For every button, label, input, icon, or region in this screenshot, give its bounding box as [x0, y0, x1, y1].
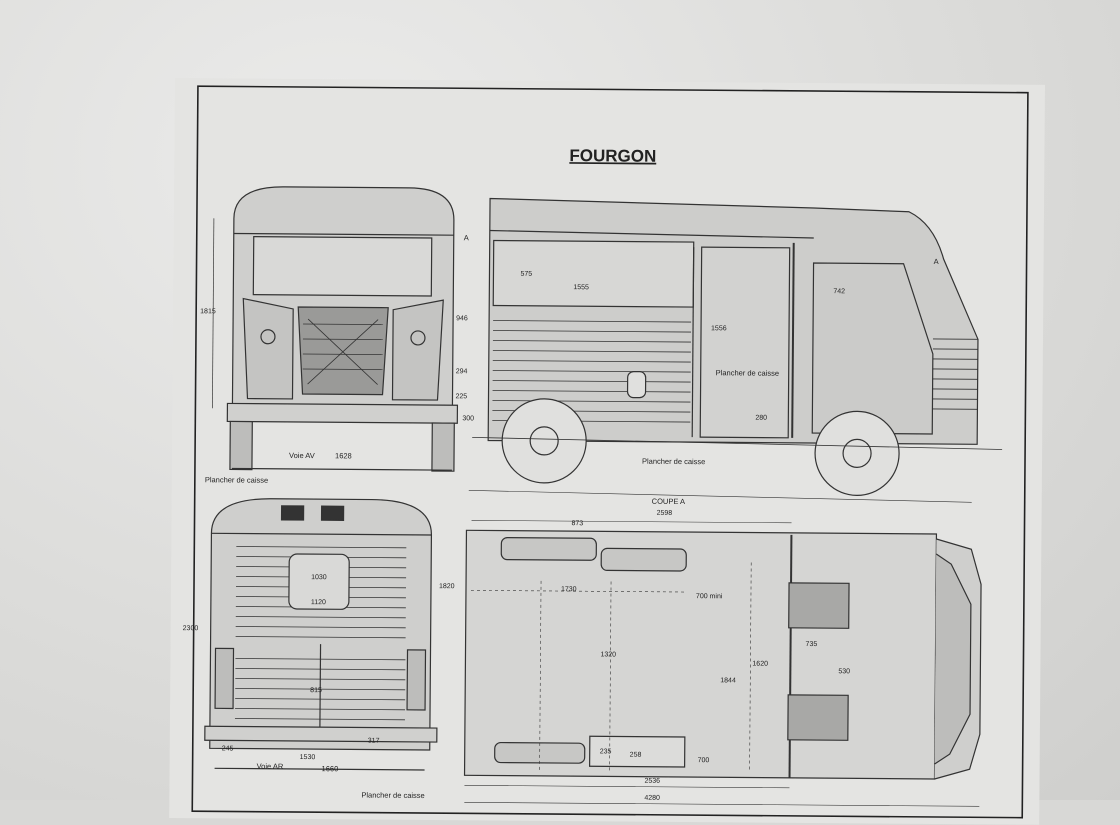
rear-dim-815: 815 [310, 687, 322, 694]
plan-overall-width: 2598 [657, 510, 673, 517]
blueprint-sheet: FOURGON 1815 Voie AV 1628 Plancher de ca… [169, 78, 1045, 825]
side-dim-300: 300 [462, 415, 474, 422]
plan-dim-1320: 1320 [600, 651, 616, 658]
front-height-dim: 1815 [200, 308, 216, 315]
section-marker-right: A [934, 257, 939, 266]
rear-height-dim: 2300 [183, 625, 199, 632]
rear-dim-245: 245 [222, 745, 234, 752]
side-cab-width: 742 [833, 288, 845, 295]
plan-dim-235: 235 [600, 748, 612, 755]
front-track-label: Voie AV [289, 451, 315, 460]
rear-door-width: 1030 [311, 574, 327, 581]
front-floor-label: Plancher de caisse [205, 475, 268, 484]
side-view [469, 198, 1004, 502]
drawing-title: FOURGON [569, 146, 656, 166]
plan-dim-700-mini: 700 mini [696, 593, 723, 600]
plan-dim-530: 530 [838, 668, 850, 675]
rear-track-value: 1660 [322, 764, 339, 773]
front-view [212, 186, 459, 471]
rear-view [205, 498, 439, 770]
rear-dim-317: 317 [368, 738, 380, 745]
rear-track-label: Voie AR [257, 762, 284, 771]
rear-side-dim: 1820 [439, 583, 455, 590]
side-floor-label-bottom: Plancher de caisse [642, 457, 705, 466]
side-dim-294: 294 [456, 368, 468, 375]
rear-dim-1530: 1530 [300, 754, 316, 761]
blueprint-drawing: FOURGON 1815 Voie AV 1628 Plancher de ca… [169, 78, 1045, 825]
side-floor-label-inner: Plancher de caisse [716, 368, 779, 377]
side-dim-225: 225 [455, 393, 467, 400]
side-window-height: 575 [520, 271, 532, 278]
plan-section-label: COUPE A [652, 497, 685, 506]
plan-dim-873: 873 [571, 520, 583, 527]
side-body-height: 1556 [711, 325, 727, 332]
plan-dim-2536: 2536 [644, 778, 660, 785]
side-overall-dim: 946 [456, 315, 468, 322]
plan-dim-258: 258 [630, 752, 642, 759]
section-marker-left: A [464, 233, 469, 242]
front-track-value: 1628 [335, 451, 352, 460]
side-door-width: 1555 [573, 284, 589, 291]
plan-dim-700: 700 [698, 757, 710, 764]
side-dim-280: 280 [755, 415, 767, 422]
plan-dim-1620: 1620 [752, 661, 768, 668]
rear-door-height: 1120 [311, 599, 326, 606]
plan-dim-4280: 4280 [644, 795, 660, 802]
plan-dim-1844: 1844 [720, 677, 736, 684]
plan-dim-1730: 1730 [561, 586, 577, 593]
rear-floor-label: Plancher de caisse [361, 790, 424, 799]
plan-dim-735: 735 [806, 641, 818, 648]
plan-view [464, 520, 981, 806]
